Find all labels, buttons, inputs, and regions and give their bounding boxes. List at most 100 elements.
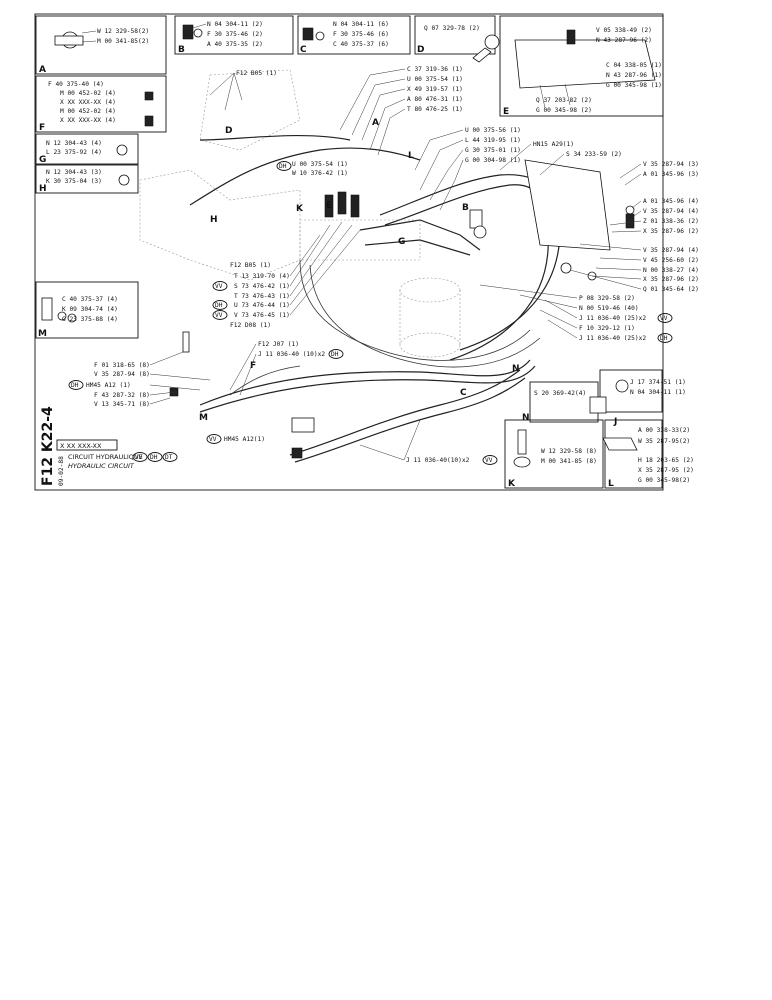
svg-text:VV: VV: [215, 283, 223, 290]
svg-text:V 35 287-94 (8): V 35 287-94 (8): [94, 371, 150, 378]
part-number: X XX XXX-XX: [60, 442, 102, 450]
svg-text:M 00 341-85 (8): M 00 341-85 (8): [541, 458, 597, 465]
svg-text:G 00 345-98 (2): G 00 345-98 (2): [536, 107, 592, 114]
svg-text:H: H: [210, 215, 218, 225]
inset-n: S 20 369-42(4) N: [522, 381, 607, 423]
title-badges: VV DH DT: [132, 452, 178, 462]
callouts-mid: U 00 375-56 (1) L 44 319-95 (1) G 30 375…: [414, 127, 521, 211]
svg-text:F 43 287-32 (8): F 43 287-32 (8): [94, 392, 150, 399]
svg-text:D: D: [225, 126, 232, 136]
svg-text:G 23 375-88 (4): G 23 375-88 (4): [62, 316, 118, 323]
inset-h: N 12 304-43 (3) K 30 375-04 (3) H: [35, 164, 139, 194]
svg-text:V 73 476-45 (1): V 73 476-45 (1): [234, 312, 290, 319]
svg-text:T 13 319-70 (4): T 13 319-70 (4): [234, 273, 290, 280]
svg-text:N 43 287-96 (2): N 43 287-96 (2): [596, 37, 652, 44]
bottom-hose-callout: J 11 036-40(10)x2 VV: [359, 419, 498, 465]
svg-text:K: K: [296, 204, 304, 214]
svg-text:U 00 375-54 (1): U 00 375-54 (1): [292, 161, 348, 168]
sheet-reference: F12 K22-4: [40, 406, 56, 486]
svg-text:S 34 233-59 (2): S 34 233-59 (2): [566, 151, 622, 158]
svg-text:F 30 375-46 (6): F 30 375-46 (6): [333, 31, 389, 38]
svg-text:W 35 287-95(2): W 35 287-95(2): [638, 438, 690, 445]
inset-b: N 04 304-11 (2) F 30 375-46 (2) A 40 375…: [174, 15, 294, 55]
svg-text:HM45 A12 (1): HM45 A12 (1): [86, 382, 131, 389]
svg-text:L: L: [408, 151, 414, 161]
svg-text:A 01 345-96 (3): A 01 345-96 (3): [643, 171, 699, 178]
svg-text:P 08 329-58 (2): P 08 329-58 (2): [579, 295, 635, 302]
svg-text:V 45 256-60 (2): V 45 256-60 (2): [643, 257, 699, 264]
svg-text:F12 J07 (1): F12 J07 (1): [258, 341, 299, 348]
svg-text:Q 37 203-82 (2): Q 37 203-82 (2): [536, 97, 592, 104]
svg-text:A 00 338-33(2): A 00 338-33(2): [638, 427, 690, 434]
svg-text:V 05 338-49 (2): V 05 338-49 (2): [596, 27, 652, 34]
svg-text:N 04 304-11 (6): N 04 304-11 (6): [333, 21, 389, 28]
svg-text:F12 D08 (1): F12 D08 (1): [230, 322, 271, 329]
callouts-dh: DH U 00 375-54 (1) W 10 376-42 (1): [276, 161, 348, 177]
svg-text:T 80 476-25 (1): T 80 476-25 (1): [407, 106, 463, 113]
svg-text:F12 B05 (1): F12 B05 (1): [230, 262, 271, 269]
svg-text:H 18 203-65 (2): H 18 203-65 (2): [638, 457, 694, 464]
sheet-date: 09-02-88: [58, 456, 65, 486]
svg-text:A 01 345-96 (4): A 01 345-96 (4): [643, 198, 699, 205]
svg-text:M 00 452-02 (4): M 00 452-02 (4): [60, 108, 116, 115]
svg-text:J 11 036-40 (25)x2: J 11 036-40 (25)x2: [579, 335, 646, 342]
right-parts-list: V 35 287-94 (3) A 01 345-96 (3) A 01 345…: [569, 161, 699, 293]
svg-text:C: C: [300, 45, 307, 55]
svg-text:F 30 375-46 (2): F 30 375-46 (2): [207, 31, 263, 38]
svg-text:Z 01 338-36 (2): Z 01 338-36 (2): [643, 218, 699, 225]
svg-text:W 12 329-58(2): W 12 329-58(2): [97, 28, 149, 35]
svg-text:G 30 375-01 (1): G 30 375-01 (1): [465, 147, 521, 154]
side-title-block: F12 K22-4 09-02-88 X XX XXX-XX CIRCUIT H…: [40, 406, 178, 486]
svg-text:K: K: [508, 479, 516, 489]
svg-text:X XX XXX-XX (4): X XX XXX-XX (4): [60, 99, 116, 106]
svg-text:VV: VV: [660, 315, 668, 322]
lower-center-callouts: F12 J07 (1) J 11 036-40 (10)x2 DH: [229, 341, 344, 396]
inset-j: J 17 374-51 (1) N 04 304-11 (1) J: [599, 369, 686, 427]
svg-text:N 12 304-43 (3): N 12 304-43 (3): [46, 169, 102, 176]
svg-text:V 35 287-94 (3): V 35 287-94 (3): [643, 161, 699, 168]
lower-right-callouts: P 08 329-58 (2) N 00 519-46 (40) J 11 03…: [479, 284, 673, 343]
svg-text:G 00 304-98 (1): G 00 304-98 (1): [465, 157, 521, 164]
svg-text:DH: DH: [279, 163, 287, 170]
callout-top-f12: F12 B05 (1): [209, 70, 277, 111]
svg-text:DH: DH: [331, 351, 339, 358]
svg-text:G: G: [39, 155, 46, 165]
svg-text:Q 07 329-78 (2): Q 07 329-78 (2): [424, 25, 480, 32]
svg-text:C: C: [460, 388, 467, 398]
svg-text:HM45 A12(1): HM45 A12(1): [224, 436, 265, 443]
svg-text:V 35 287-94 (4): V 35 287-94 (4): [643, 208, 699, 215]
svg-text:G 00 345-98 (1): G 00 345-98 (1): [606, 82, 662, 89]
svg-text:N 00 338-27 (4): N 00 338-27 (4): [643, 267, 699, 274]
title-en: HYDRAULIC CIRCUIT: [68, 462, 135, 470]
svg-text:J 17 374-51 (1): J 17 374-51 (1): [630, 379, 686, 386]
svg-text:K 30 375-04 (3): K 30 375-04 (3): [46, 178, 102, 185]
svg-text:X 35 287-95 (2): X 35 287-95 (2): [638, 467, 694, 474]
svg-text:M 00 341-85(2): M 00 341-85(2): [97, 38, 149, 45]
svg-text:DH: DH: [150, 454, 158, 461]
mounting-plate-right: [524, 159, 635, 281]
svg-text:A 80 476-31 (1): A 80 476-31 (1): [407, 96, 463, 103]
svg-text:N: N: [522, 413, 530, 423]
lower-left-parts-list: F 01 318-65 (8) V 35 287-94 (8) DH HM45 …: [68, 331, 211, 408]
svg-text:VV: VV: [215, 312, 223, 319]
svg-text:U 73 476-44 (1): U 73 476-44 (1): [234, 302, 290, 309]
svg-text:K 09 304-74 (4): K 09 304-74 (4): [62, 306, 118, 313]
svg-text:G: G: [398, 237, 405, 247]
svg-text:VV: VV: [485, 457, 493, 464]
svg-text:F 01 318-65 (8): F 01 318-65 (8): [94, 362, 150, 369]
svg-text:C 40 375-37 (4): C 40 375-37 (4): [62, 296, 118, 303]
svg-text:L: L: [608, 479, 614, 489]
svg-text:E: E: [326, 201, 332, 211]
inset-m: C 40 375-37 (4) K 09 304-74 (4) G 23 375…: [35, 281, 139, 339]
inset-c: N 04 304-11 (6) F 30 375-46 (6) C 40 375…: [297, 15, 411, 55]
svg-text:B: B: [178, 45, 185, 55]
svg-text:F 40 375-40 (4): F 40 375-40 (4): [48, 81, 104, 88]
svg-text:N 04 304-11 (1): N 04 304-11 (1): [630, 389, 686, 396]
svg-text:X 35 287-96 (2): X 35 287-96 (2): [643, 228, 699, 235]
svg-text:A 40 375-35 (2): A 40 375-35 (2): [207, 41, 263, 48]
inset-k: W 12 329-58 (8) M 00 341-85 (8) K: [504, 419, 604, 489]
svg-text:J: J: [613, 417, 617, 427]
svg-text:G 00 345-98(2): G 00 345-98(2): [638, 477, 690, 484]
svg-text:W 10 376-42 (1): W 10 376-42 (1): [292, 170, 348, 177]
svg-text:B: B: [462, 203, 469, 213]
